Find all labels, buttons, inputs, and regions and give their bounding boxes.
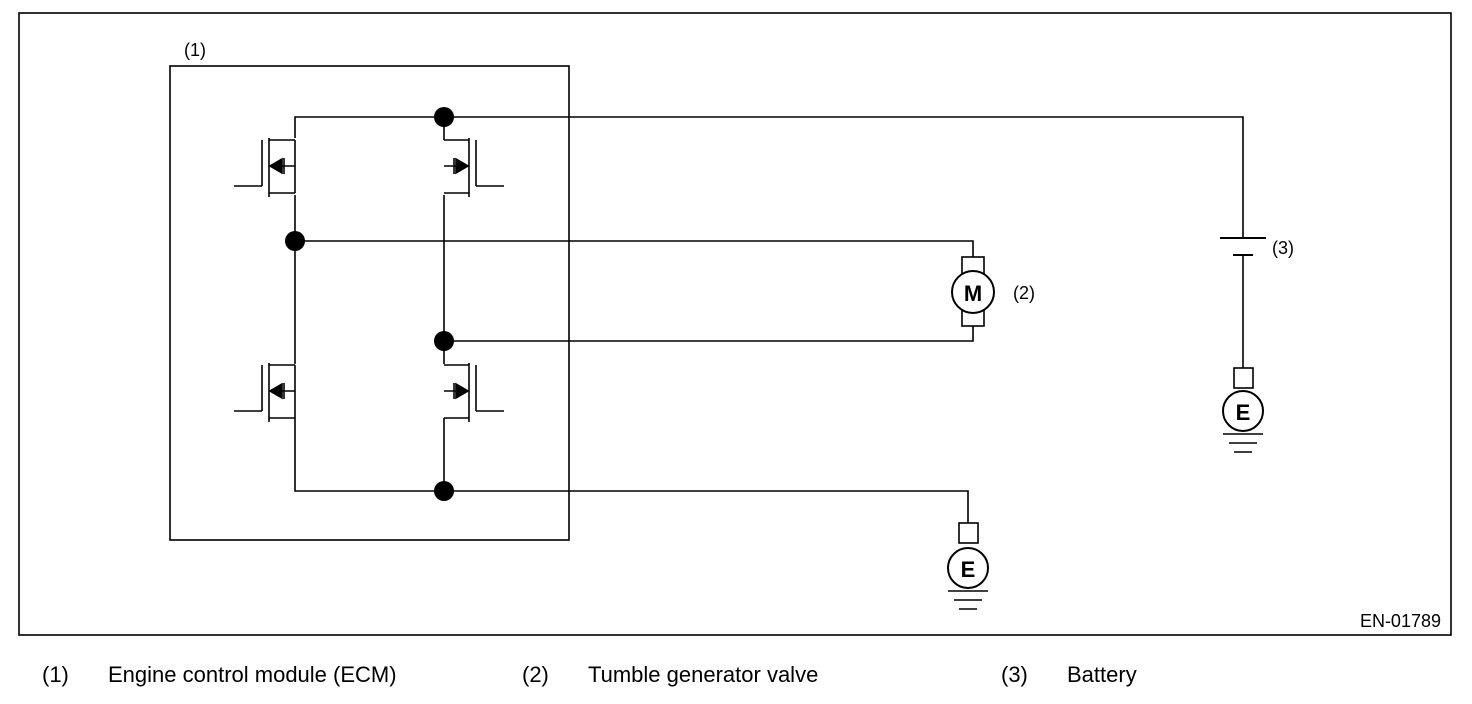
- figure-id: EN-01789: [1360, 611, 1441, 631]
- ground-symbol-ecm: E: [947, 522, 989, 610]
- battery-callout: (3): [1272, 238, 1294, 258]
- legend-text: Tumble generator valve: [588, 662, 819, 687]
- legend-text: Battery: [1067, 662, 1137, 687]
- battery-symbol: [1220, 237, 1266, 368]
- junction-node: [434, 107, 454, 127]
- legend-number: (2): [522, 662, 549, 687]
- h-bridge-wiring: [294, 116, 1244, 523]
- legend-text: Engine control module (ECM): [108, 662, 397, 687]
- ecm-box: [169, 65, 570, 541]
- motor-symbol: M: [951, 256, 995, 327]
- ground-symbol-battery: E: [1222, 367, 1264, 453]
- legend-number: (3): [1001, 662, 1028, 687]
- junction-node: [434, 481, 454, 501]
- junction-node: [285, 231, 305, 251]
- motor-letter: M: [964, 281, 982, 306]
- ground-letter: E: [961, 557, 976, 582]
- junction-node: [434, 331, 454, 351]
- ecm-callout: (1): [184, 40, 206, 60]
- mosfet-top-left: [234, 138, 296, 197]
- ground-letter: E: [1236, 400, 1251, 425]
- diagram-frame: [18, 12, 1452, 636]
- mosfet-bottom-right: [444, 363, 504, 422]
- valve-callout: (2): [1013, 283, 1035, 303]
- legend-number: (1): [42, 662, 69, 687]
- mosfet-top-right: [444, 138, 504, 197]
- mosfet-bottom-left: [234, 363, 296, 422]
